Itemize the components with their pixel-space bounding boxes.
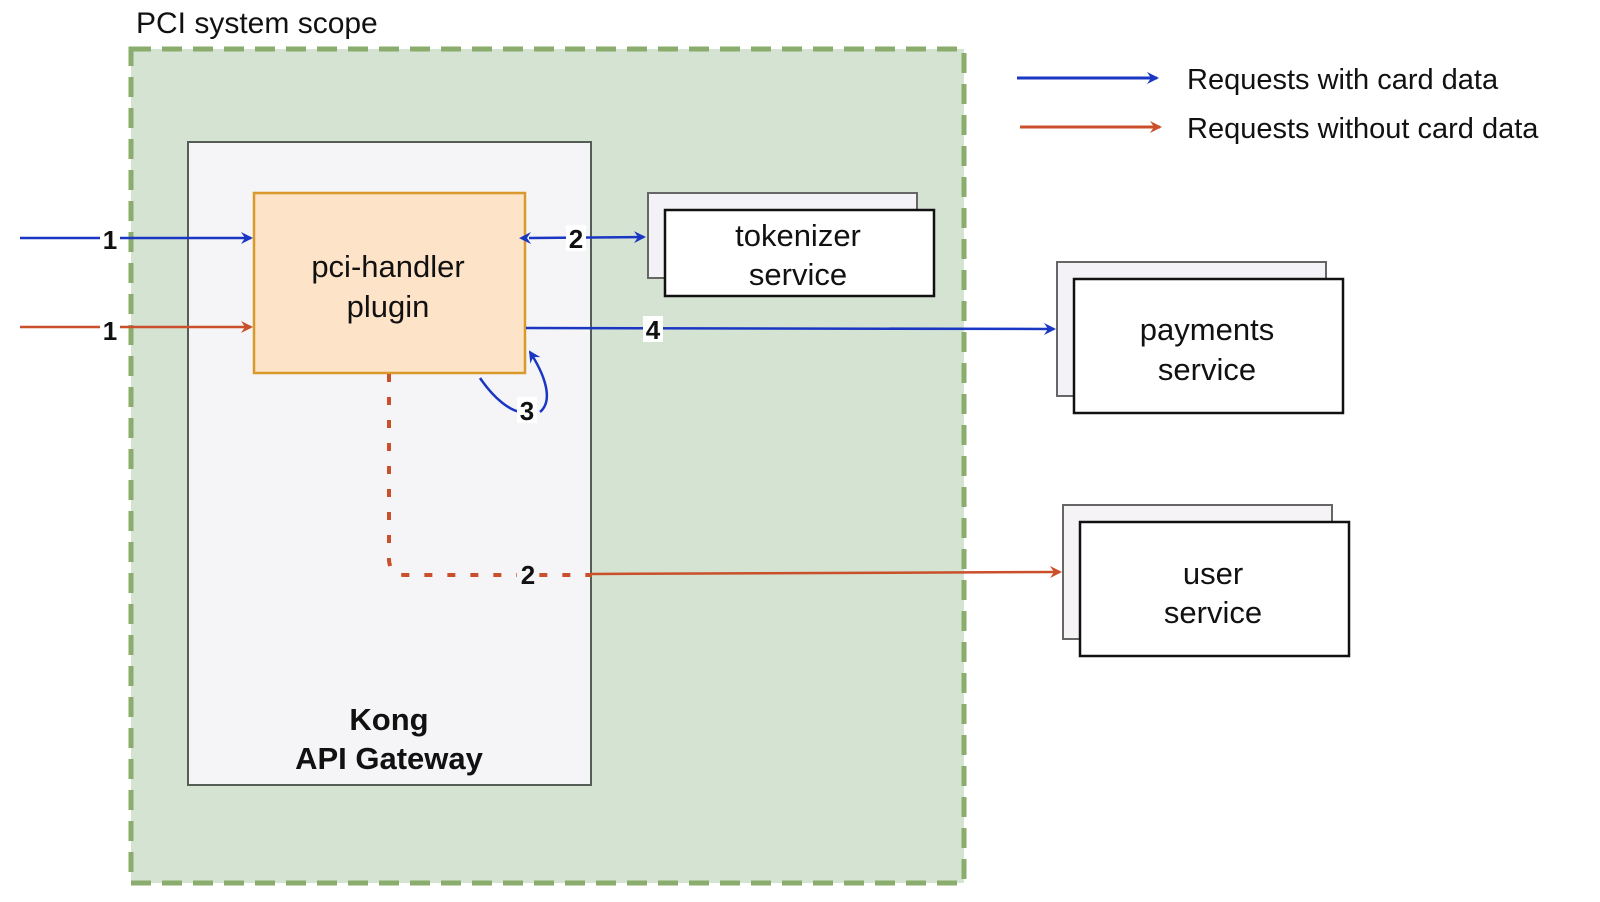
payments-service-box[interactable] (1072, 277, 1345, 415)
edge-label-bg (643, 316, 663, 342)
tokenizer-label-line2: service (749, 257, 847, 292)
tokenizer-label-line1: tokenizer (735, 218, 861, 253)
edge-to-user-label: 2 (521, 560, 535, 590)
tokenizer-service-box[interactable] (663, 208, 936, 298)
user-label-line2: service (1164, 595, 1262, 630)
edge-tokenize-label: 2 (569, 224, 583, 254)
edge-to-payments-label: 4 (646, 315, 661, 345)
edge-tokenize (519, 231, 646, 244)
payments-label-line2: service (1158, 352, 1256, 387)
pci-handler-plugin-box[interactable] (252, 191, 527, 375)
scope-title: PCI system scope (136, 7, 378, 40)
edge-self-loop-label: 3 (520, 396, 534, 426)
edge-label-bg (100, 226, 120, 252)
user-service-box[interactable] (1078, 520, 1351, 658)
edge-label-bg (517, 397, 537, 423)
edge-nocard-in-label: 1 (103, 316, 117, 346)
user-label-line1: user (1183, 556, 1243, 591)
edge-label-bg (100, 318, 120, 344)
gateway-label-line1: Kong (349, 702, 428, 737)
gateway-label-line2: API Gateway (295, 741, 484, 776)
edge-label-bg (566, 225, 586, 251)
edge-card-in-label: 1 (103, 225, 117, 255)
edge-to-payments (525, 322, 1056, 335)
edge-label-bg (517, 560, 539, 588)
edge-to-user (589, 566, 1062, 579)
legend-nocard-label: Requests without card data (1187, 113, 1539, 145)
legend-card-label: Requests with card data (1187, 64, 1499, 96)
payments-label-line1: payments (1140, 312, 1274, 347)
plugin-label-line1: pci-handler (311, 249, 464, 284)
plugin-label-line2: plugin (347, 289, 430, 324)
edge-to-user-dotted (387, 374, 592, 577)
